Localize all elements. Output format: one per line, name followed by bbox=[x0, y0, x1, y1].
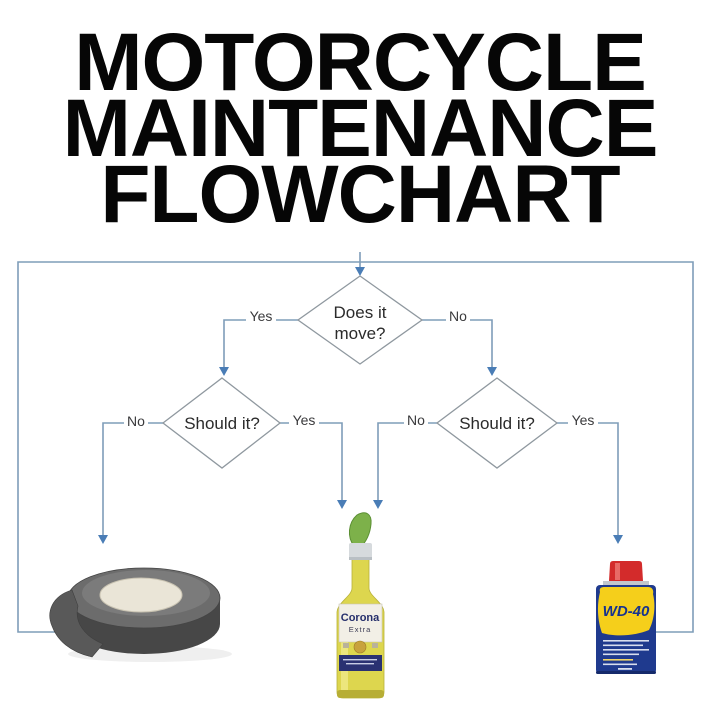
wd40-text-line bbox=[603, 640, 649, 642]
corona-bottle-image: Corona Extra bbox=[336, 512, 385, 699]
wd40-text-line bbox=[603, 644, 643, 647]
wd40-text-line bbox=[603, 649, 649, 651]
wd40-can-image: WD-40 bbox=[596, 561, 656, 674]
edge-top-yes-connector bbox=[223, 319, 298, 368]
wd40-bottom-edge bbox=[596, 671, 656, 674]
edge-label-bg bbox=[246, 308, 276, 323]
corona-glass-highlight bbox=[341, 612, 348, 694]
corona-crest-mark-left bbox=[343, 643, 349, 648]
corona-label bbox=[338, 603, 383, 643]
feedback-loop bbox=[17, 252, 694, 633]
decision-does-it-move-label-1: Does it bbox=[334, 303, 387, 322]
corona-neck-foil-shade bbox=[349, 557, 372, 560]
edge-top-no-connector bbox=[422, 319, 493, 368]
arrowhead-into-corona-left-icon bbox=[337, 500, 347, 509]
edge-left-no-connector bbox=[102, 422, 163, 536]
decision-should-it-right: Should it? bbox=[435, 377, 559, 469]
decision-diamond bbox=[435, 377, 559, 469]
wd40-yellow-panel bbox=[597, 587, 655, 636]
edge-right-yes-connector bbox=[557, 422, 619, 536]
page-title: MOTORCYCLE MAINTENANCE FLOWCHART bbox=[0, 17, 720, 240]
edge-label-bg bbox=[289, 412, 319, 427]
arrowhead-into-does-it-move-icon bbox=[355, 267, 365, 276]
page-title-line-1: MOTORCYCLE bbox=[74, 17, 647, 108]
edge-left-yes-connector bbox=[280, 422, 343, 501]
edge-label-bg bbox=[124, 413, 148, 428]
wd40-size-text bbox=[618, 668, 632, 670]
corona-lime-wedge bbox=[349, 512, 372, 549]
wd40-cap bbox=[609, 561, 643, 581]
wd40-rim bbox=[603, 581, 649, 586]
wd40-text-line bbox=[603, 659, 633, 661]
edge-right-yes: Yes bbox=[557, 412, 623, 544]
wd40-text-line bbox=[603, 663, 637, 666]
edge-top-yes: Yes bbox=[219, 308, 298, 376]
arrowhead-into-should-it-right-icon bbox=[487, 367, 497, 376]
arrowhead-into-wd40-icon bbox=[613, 535, 623, 544]
corona-crown-emblem bbox=[353, 640, 367, 654]
decision-should-it-left-label: Should it? bbox=[184, 414, 260, 433]
decision-diamond bbox=[296, 275, 424, 365]
corona-brand-text: Corona bbox=[341, 612, 380, 624]
corona-variant-text: Extra bbox=[349, 625, 372, 634]
edge-label-right-yes: Yes bbox=[572, 412, 595, 428]
edge-label-bg bbox=[404, 412, 428, 427]
edge-left-no: No bbox=[98, 413, 163, 544]
loop-connector bbox=[17, 261, 694, 633]
arrowhead-into-should-it-left-icon bbox=[219, 367, 229, 376]
corona-band-text-line bbox=[343, 659, 377, 661]
tape-flap bbox=[49, 589, 104, 658]
arrowhead-into-duct-tape-icon bbox=[98, 535, 108, 544]
tape-core bbox=[99, 577, 183, 613]
arrowhead-into-corona-right-icon bbox=[373, 500, 383, 509]
decision-should-it-right-label: Should it? bbox=[459, 414, 535, 433]
edge-label-left-yes: Yes bbox=[293, 412, 316, 428]
decision-does-it-move-label-2: move? bbox=[334, 324, 385, 343]
edge-label-bg bbox=[446, 308, 470, 323]
corona-neck-foil bbox=[349, 543, 372, 560]
corona-band-text-line bbox=[346, 663, 374, 665]
edge-left-yes: Yes bbox=[280, 412, 347, 509]
edge-label-right-no: No bbox=[407, 412, 425, 428]
edge-label-bg bbox=[568, 412, 598, 427]
duct-tape-image bbox=[49, 567, 232, 662]
page-title-line-2: MAINTENANCE bbox=[62, 83, 659, 174]
edge-label-top-yes: Yes bbox=[250, 308, 273, 324]
edge-label-left-no: No bbox=[127, 413, 145, 429]
decision-should-it-left: Should it? bbox=[161, 377, 282, 469]
corona-bottom-shade bbox=[337, 690, 384, 698]
edge-label-top-no: No bbox=[449, 308, 467, 324]
decision-diamond bbox=[161, 377, 282, 469]
edge-right-no: No bbox=[373, 412, 437, 509]
wd40-text-line bbox=[603, 653, 639, 656]
edge-top-no: No bbox=[422, 308, 497, 376]
decision-does-it-move: Does it move? bbox=[296, 275, 424, 365]
page-title-line-3: FLOWCHART bbox=[100, 149, 620, 240]
wd40-brand-text: WD-40 bbox=[603, 603, 650, 620]
wd40-cap-highlight bbox=[615, 563, 620, 580]
edge-right-no-connector bbox=[377, 422, 437, 501]
corona-crest-mark-right bbox=[372, 643, 378, 648]
